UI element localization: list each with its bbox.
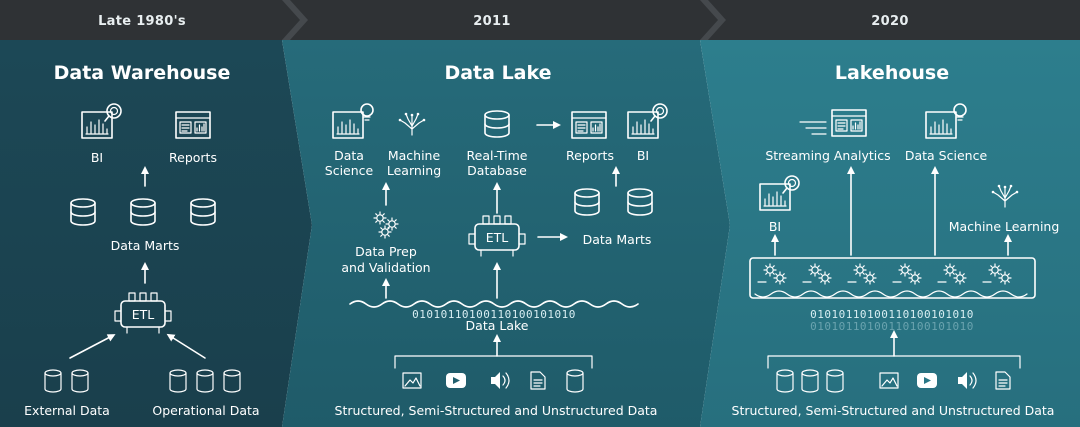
speaker-icon: [958, 372, 977, 389]
label-bi-lakehouse: BI: [769, 219, 781, 234]
label-data-science-line2: Science: [325, 163, 374, 178]
video-play-icon: [446, 373, 466, 388]
era-label-2011: 2011: [473, 14, 510, 29]
label-machine-learning-lakehouse: Machine Learning: [949, 219, 1060, 234]
label-data-prep-line1: Data Prep: [355, 244, 417, 259]
label-reports: Reports: [169, 150, 217, 165]
label-data-science-lakehouse: Data Science: [905, 148, 988, 163]
panel-data-lake: [282, 40, 730, 427]
label-sources-lake: Structured, Semi-Structured and Unstruct…: [335, 403, 658, 418]
lake-binary-stream: 01010110100110100101010: [412, 308, 576, 321]
source-icons-lakehouse: [776, 369, 1011, 393]
header-separator-2: [700, 0, 726, 40]
header-separator-1: [282, 0, 308, 40]
source-icons-lake: [402, 369, 584, 393]
label-external-data: External Data: [24, 403, 110, 418]
label-data-marts: Data Marts: [111, 238, 180, 253]
era-label-1980s: Late 1980's: [98, 14, 186, 29]
label-bi: BI: [91, 150, 103, 165]
era-label-2020: 2020: [871, 14, 908, 29]
label-realtime-line2: Database: [467, 163, 527, 178]
label-sources-lakehouse: Structured, Semi-Structured and Unstruct…: [732, 403, 1055, 418]
label-streaming-analytics: Streaming Analytics: [765, 148, 890, 163]
sources-bracket-lakehouse: [767, 355, 1021, 369]
label-machine-learning-line2: Learning: [387, 163, 441, 178]
lakehouse-binary-stream: 01010110100110100101010: [810, 308, 974, 321]
label-realtime-line1: Real-Time: [467, 148, 528, 163]
label-machine-learning-line1: Machine: [388, 148, 441, 163]
label-reports-lake: Reports: [566, 148, 614, 163]
streaming-analytics-icon: [799, 109, 867, 137]
video-play-icon: [917, 373, 937, 388]
panel-lakehouse: [700, 40, 1080, 427]
label-data-marts-lake: Data Marts: [583, 232, 652, 247]
lakehouse-binary-reflection: 01010110100110100101010: [810, 320, 974, 333]
label-etl: ETL: [132, 307, 155, 322]
arrow-operational-to-etl: [166, 333, 206, 359]
panel-title-data-warehouse: Data Warehouse: [54, 62, 231, 84]
label-data-science-line1: Data: [334, 148, 364, 163]
panel-data-warehouse: [0, 40, 312, 427]
label-bi-lake: BI: [637, 148, 649, 163]
lake-wave: [349, 300, 639, 308]
image-icon: [879, 372, 899, 389]
panel-title-lakehouse: Lakehouse: [835, 62, 949, 84]
panel-title-data-lake: Data Lake: [444, 62, 551, 84]
document-icon: [530, 371, 546, 390]
label-data-lake: Data Lake: [466, 318, 529, 333]
label-etl-lake: ETL: [486, 230, 509, 245]
document-icon: [995, 371, 1011, 390]
image-icon: [402, 372, 422, 389]
speaker-icon: [491, 372, 510, 389]
arrow-external-to-etl: [69, 334, 116, 359]
sources-bracket: [394, 355, 593, 369]
header-bar: [0, 0, 1080, 40]
label-operational-data: Operational Data: [152, 403, 259, 418]
lakehouse-processing-layer: [749, 257, 1036, 299]
label-data-prep-line2: and Validation: [341, 260, 430, 275]
